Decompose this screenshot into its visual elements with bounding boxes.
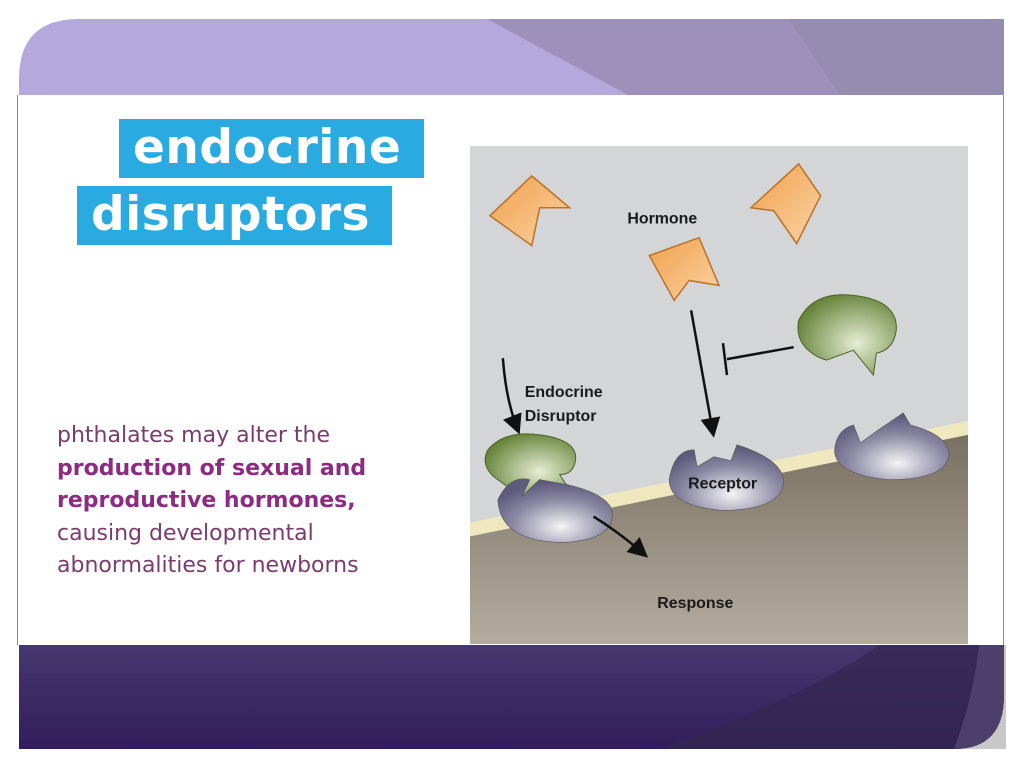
footer-band — [19, 645, 1006, 749]
cell-interior — [470, 434, 968, 644]
body-line: phthalates may alter the — [57, 423, 330, 448]
hormone-label: Hormone — [627, 211, 697, 228]
response-label: Response — [657, 595, 733, 612]
body-line-bold: reproductive hormones, — [57, 488, 356, 513]
disruptor-label-2: Disruptor — [525, 408, 597, 425]
inhibition-line — [721, 343, 794, 376]
header-band — [19, 19, 1004, 95]
endocrine-disruptor-molecule — [484, 294, 897, 498]
receptor — [497, 412, 950, 543]
body-line: abnormalities for newborns — [57, 553, 359, 578]
hormone-molecule — [488, 162, 822, 302]
title-line-2: disruptors — [77, 186, 392, 245]
title-line-1: endocrine — [119, 119, 424, 178]
disruptor-label-1: Endocrine — [525, 384, 603, 401]
arrow — [501, 310, 721, 558]
receptor-label: Receptor — [688, 476, 757, 493]
body-text: phthalates may alter the production of s… — [57, 420, 457, 583]
body-line: causing developmental — [57, 520, 314, 546]
endocrine-disruptor-diagram: Hormone Receptor Endocrine Disruptor Res… — [470, 146, 968, 644]
body-line-bold: production of sexual and — [57, 455, 367, 481]
